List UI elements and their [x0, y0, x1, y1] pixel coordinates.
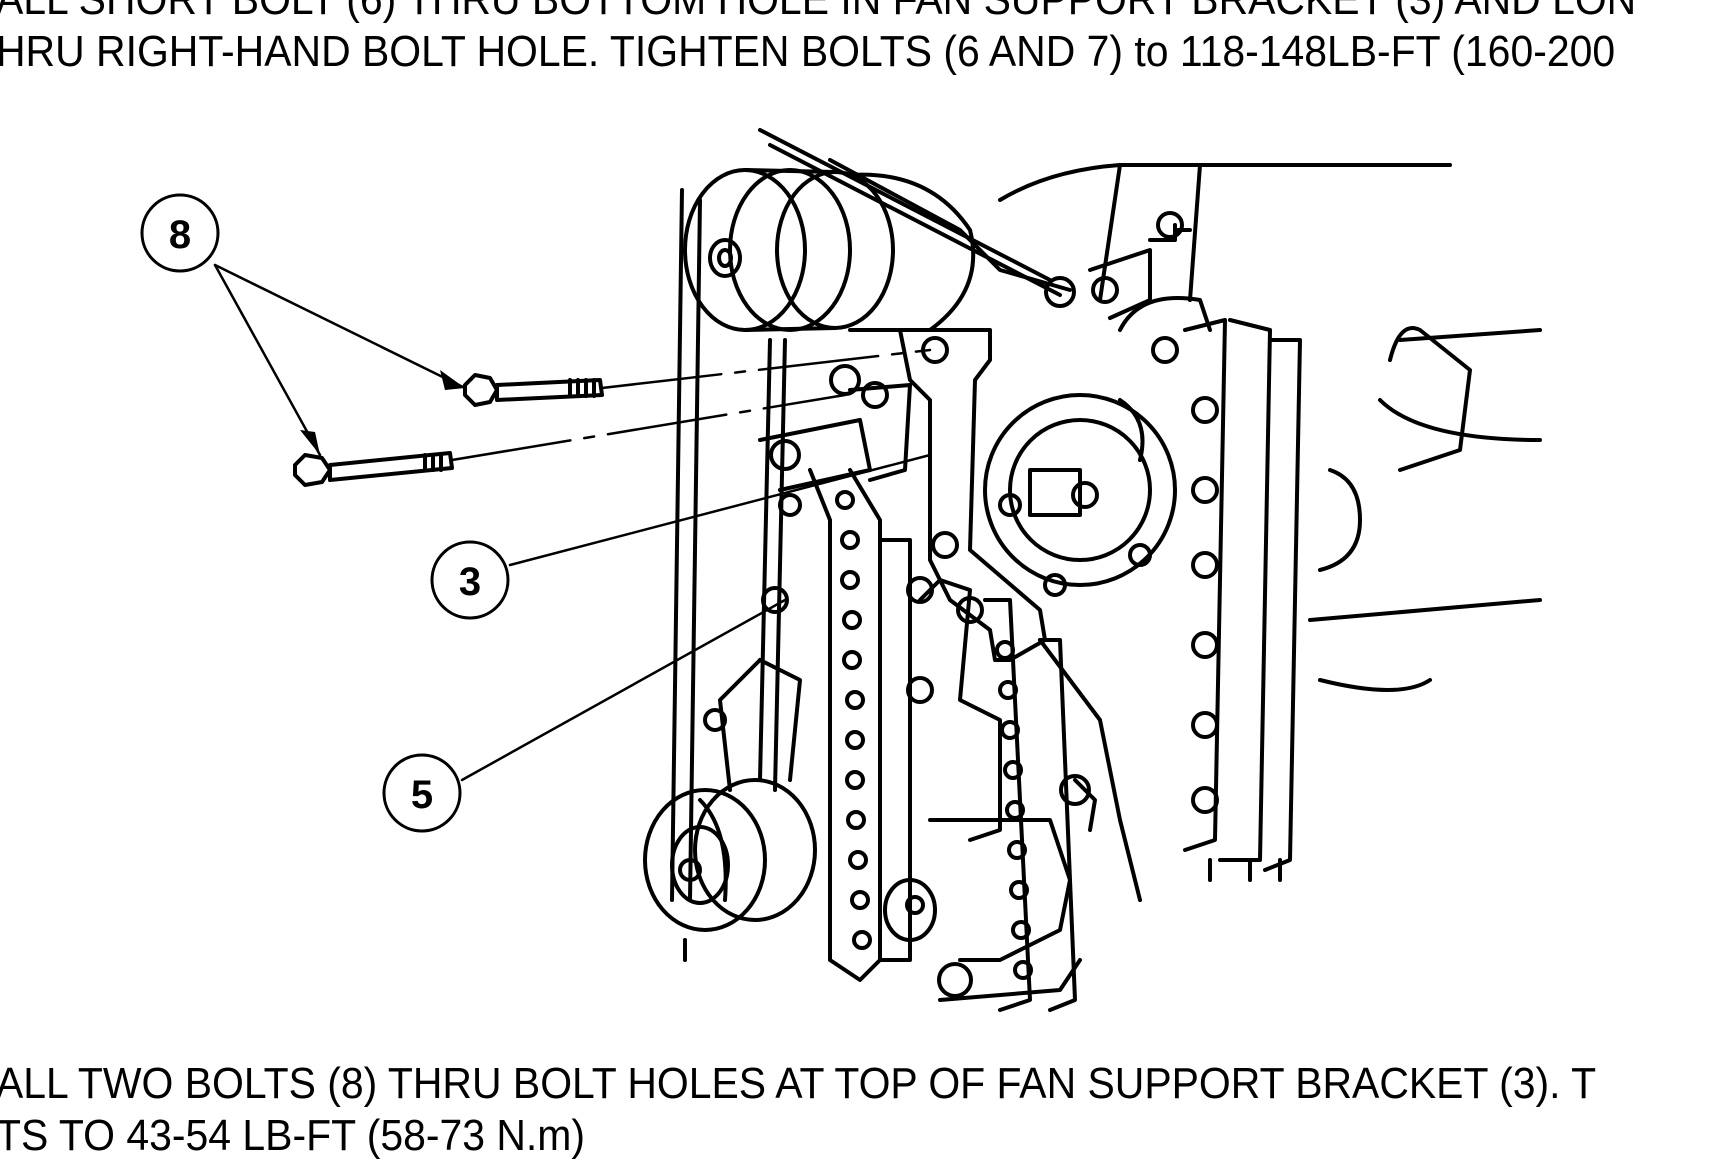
callout-8: 8: [140, 193, 220, 273]
instruction-line-3: ALL TWO BOLTS (8) THRU BOLT HOLES AT TOP…: [0, 1059, 1597, 1108]
bolt-lower: [293, 451, 454, 487]
center-link-plate: [983, 598, 1077, 1012]
fan-drive-housing: [983, 296, 1212, 597]
instruction-line-1: ALL SHORT BOLT (6) THRU BOTTOM HOLE IN F…: [0, 0, 1636, 22]
callout-5: 5: [382, 753, 462, 833]
upper-pulley: [683, 168, 976, 332]
instruction-line-4: TS TO 43-54 LB-FT (58-73 N.m): [0, 1111, 585, 1160]
callout-8-label: 8: [169, 213, 191, 257]
callout-5-label: 5: [411, 773, 433, 817]
callout-leaders: [213, 263, 932, 782]
right-link-plate: [1183, 318, 1302, 882]
adjusting-rod: [758, 128, 1152, 320]
callout-3: 3: [430, 540, 510, 620]
drive-belt: [670, 188, 787, 902]
fan-support-bracket: [758, 328, 1047, 662]
arrow-heads: [300, 370, 465, 455]
bolt-alignment-lines: [450, 348, 932, 462]
engine-outline: [998, 163, 1542, 692]
callout-3-label: 3: [459, 560, 481, 604]
instruction-line-2: HRU RIGHT-HAND BOLT HOLE. TIGHTEN BOLTS …: [0, 27, 1616, 76]
lower-bracket: [883, 576, 1142, 1002]
lower-pulley: [643, 778, 817, 962]
bolt-upper: [463, 373, 604, 407]
left-link-plate: [703, 468, 912, 982]
